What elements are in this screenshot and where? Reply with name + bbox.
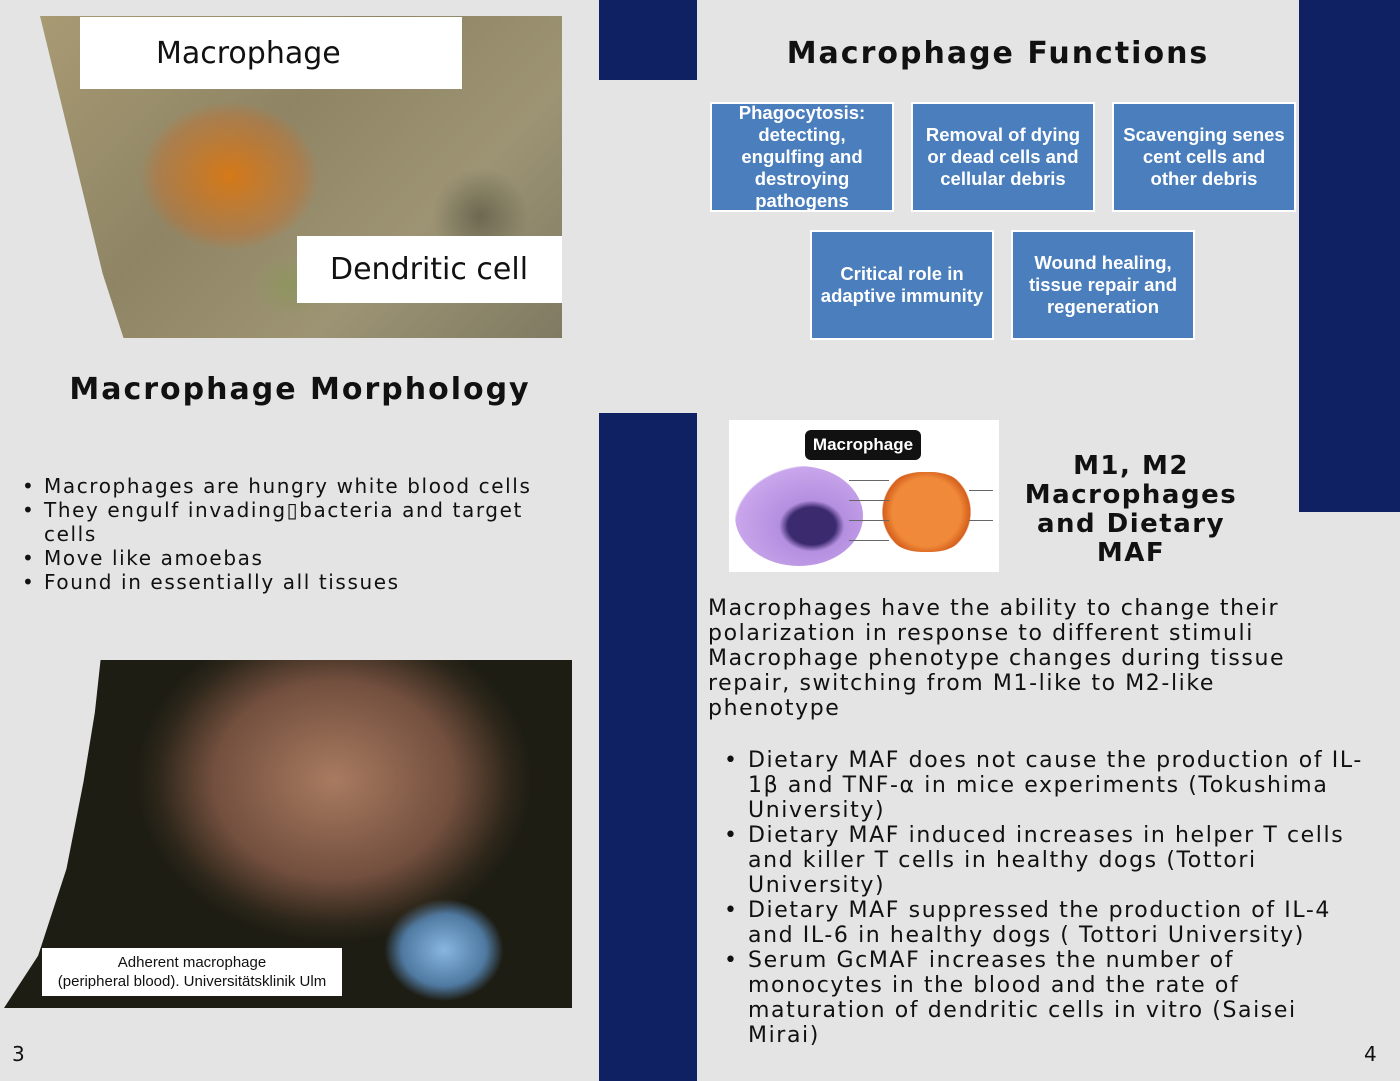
morphology-bullet-list: Macrophages are hungry white blood cells… [22, 474, 582, 594]
polarization-paragraph: Macrophages have the ability to change t… [708, 596, 1286, 721]
activated-macrophage-illustration [879, 472, 974, 552]
diagram-leader-line [849, 540, 889, 541]
list-item: Move like amoebas [22, 546, 582, 570]
macrophage-illustration-tag: Macrophage [805, 430, 921, 460]
function-box-phagocytosis: Phagocytosis: detecting, engulfing and d… [710, 102, 894, 212]
diagram-leader-line [849, 520, 889, 521]
function-box-adaptive-immunity: Critical role in adaptive immunity [810, 230, 994, 340]
m-title-line-1: M1, M2 [1073, 451, 1189, 481]
dendritic-photo-label: Dendritic cell [297, 236, 562, 303]
diagram-leader-line [849, 480, 889, 481]
function-box-scavenging: Scavenging senes cent cells and other de… [1112, 102, 1296, 212]
page-number-left: 3 [12, 1042, 25, 1066]
m-title-line-3: and Dietary MAF [1036, 509, 1226, 568]
diagram-leader-line [969, 520, 993, 521]
function-box-removal: Removal of dying or dead cells and cellu… [911, 102, 1095, 212]
sem-image-caption: Adherent macrophage (peripheral blood). … [42, 948, 342, 996]
list-item: Dietary MAF suppressed the production of… [724, 898, 1374, 948]
page-number-right: 4 [1364, 1042, 1377, 1066]
morphology-title: Macrophage Morphology [69, 372, 531, 407]
list-item: Dietary MAF does not cause the productio… [724, 748, 1374, 823]
list-item: They engulf invading▯bacteria and target… [22, 498, 582, 546]
diagram-leader-line [849, 500, 889, 501]
navy-bar-right [1299, 0, 1400, 512]
navy-bar-top-center [599, 0, 697, 80]
function-box-wound-healing: Wound healing, tissue repair and regener… [1011, 230, 1195, 340]
m1-m2-title: M1, M2 Macrophages and Dietary MAF [1000, 452, 1262, 568]
macrophage-cell-illustration [735, 466, 863, 566]
caption-line-2: (peripheral blood). Universitätsklinik U… [57, 973, 327, 990]
list-item: Serum GcMAF increases the number of mono… [724, 948, 1374, 1048]
diagram-leader-line [969, 490, 993, 491]
m-title-line-2: Macrophages [1024, 480, 1238, 510]
macrophage-photo-label: Macrophage [80, 17, 462, 89]
list-item: Dietary MAF induced increases in helper … [724, 823, 1374, 898]
maf-bullet-list: Dietary MAF does not cause the productio… [724, 748, 1374, 1048]
caption-line-1: Adherent macrophage [117, 954, 267, 971]
list-item: Macrophages are hungry white blood cells [22, 474, 582, 498]
list-item: Found in essentially all tissues [22, 570, 582, 594]
navy-bar-bottom-center [599, 413, 697, 1081]
macrophage-illustration: Macrophage [729, 420, 999, 572]
functions-title: Macrophage Functions [786, 36, 1210, 71]
adherent-macrophage-sem-image [4, 660, 572, 1008]
